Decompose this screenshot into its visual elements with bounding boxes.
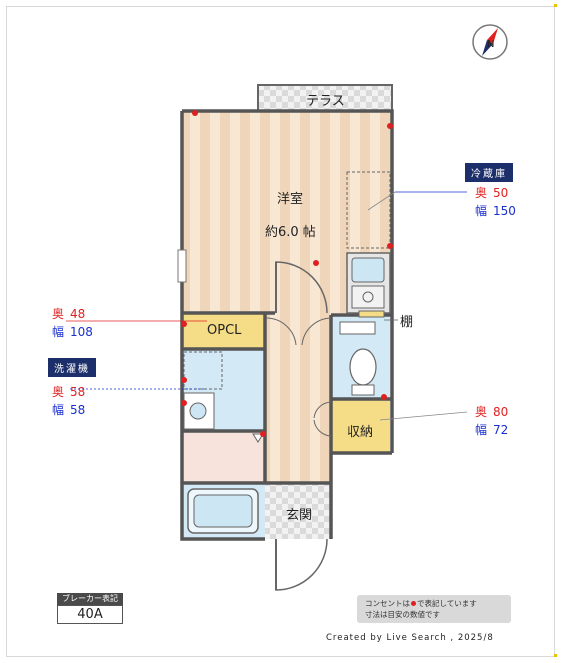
dressing-area	[182, 431, 265, 483]
opcl-closet	[182, 313, 265, 349]
opcl-label: OPCL	[207, 323, 242, 338]
washer-tag: 洗濯機	[48, 358, 96, 377]
opcl-depth: 奥 48	[52, 305, 85, 322]
door-swing	[301, 317, 332, 346]
storage-depth-value: 80	[493, 405, 509, 419]
door-swing	[275, 261, 328, 314]
breaker-title: ブレーカー表記	[57, 593, 123, 605]
hallway	[265, 313, 331, 483]
opcl-depth-value: 48	[70, 307, 86, 321]
credit-text: Created by Live Search , 2025/8	[326, 633, 494, 643]
door-swing	[313, 401, 332, 437]
kitchen-sink	[351, 257, 385, 283]
room-name: 洋室	[277, 192, 304, 207]
fridge-depth: 奥 50	[475, 184, 508, 201]
washer-depth-value: 58	[70, 385, 86, 399]
outlets	[181, 110, 393, 437]
washer-width-value: 58	[70, 403, 86, 417]
door-swing	[265, 317, 297, 346]
room-size: 約6.0 帖	[265, 225, 316, 240]
toilet-sink	[339, 321, 376, 335]
entrance	[265, 483, 331, 539]
width-prefix: 幅	[475, 204, 488, 218]
fridge-depth-value: 50	[493, 186, 509, 200]
washer-width: 幅 58	[52, 401, 85, 418]
note-line1-b: で表記しています	[417, 599, 477, 608]
step-marker	[252, 433, 264, 443]
stove	[351, 285, 385, 309]
outlet-dot-icon	[411, 601, 416, 606]
corner-marker	[554, 654, 557, 657]
opcl-width: 幅 108	[52, 323, 93, 340]
depth-prefix: 奥	[475, 405, 488, 419]
fridge-space	[346, 171, 391, 249]
terrace	[257, 84, 393, 113]
door-swing	[275, 538, 328, 591]
washer-depth: 奥 58	[52, 383, 85, 400]
terrace-label: テラス	[306, 94, 345, 109]
note-line2: 寸法は目安の数値です	[365, 610, 440, 619]
corner-marker	[554, 4, 557, 7]
fridge-tag: 冷蔵庫	[465, 163, 513, 182]
note-line1-a: コンセントは	[365, 599, 410, 608]
storage-width-value: 72	[493, 423, 509, 437]
fridge-width-value: 150	[493, 204, 516, 218]
toilet-tank	[351, 384, 375, 396]
depth-prefix: 奥	[52, 385, 65, 399]
washer-space	[183, 351, 223, 390]
wash-basin	[183, 392, 215, 430]
shelf-label: 棚	[400, 315, 414, 330]
storage-label: 収納	[347, 425, 374, 440]
legend-note: コンセントはで表記しています 寸法は目安の数値です	[357, 595, 511, 623]
compass-icon: N	[472, 24, 508, 60]
storage-depth: 奥 80	[475, 403, 508, 420]
storage-width: 幅 72	[475, 421, 508, 438]
opcl-width-value: 108	[70, 325, 93, 339]
depth-prefix: 奥	[52, 307, 65, 321]
page-frame	[6, 6, 555, 657]
entrance-label: 玄関	[286, 508, 313, 523]
depth-prefix: 奥	[475, 186, 488, 200]
window	[177, 249, 187, 283]
width-prefix: 幅	[52, 325, 65, 339]
toilet-bowl	[349, 348, 377, 386]
width-prefix: 幅	[475, 423, 488, 437]
width-prefix: 幅	[52, 403, 65, 417]
svg-text:N: N	[487, 39, 494, 50]
fridge-width: 幅 150	[475, 202, 516, 219]
breaker-value: 40A	[57, 605, 123, 624]
storage-closet	[331, 399, 390, 453]
shelf	[358, 310, 385, 318]
